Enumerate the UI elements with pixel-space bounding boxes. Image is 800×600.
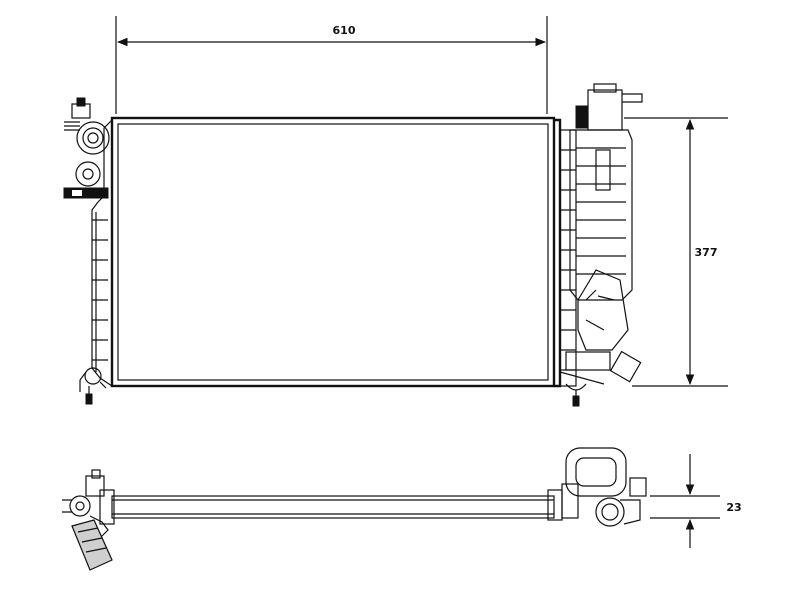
- width-dimension: 610: [115, 16, 548, 114]
- radiator-core-inner: [117, 123, 549, 381]
- sensor-port: [75, 161, 101, 187]
- left-tank: [63, 97, 113, 405]
- filler-neck: [587, 89, 623, 131]
- plan-left-outlet-pipe: [71, 519, 113, 571]
- front-view: [63, 83, 643, 407]
- upper-inlet-port: [76, 121, 110, 155]
- height-dimension: 377: [624, 117, 728, 387]
- lower-outlet: [577, 269, 629, 351]
- radiator-core: [110, 116, 556, 388]
- right-tank: [554, 83, 643, 407]
- width-label: 610: [333, 24, 356, 37]
- plan-view: [62, 447, 647, 571]
- drain-plug: [84, 367, 102, 385]
- plan-outlet-port: [595, 497, 625, 527]
- plan-expansion-tank: [565, 447, 627, 497]
- plan-right-tank: [547, 447, 647, 527]
- outlet-pipe: [609, 350, 642, 383]
- expansion-tank: [569, 129, 633, 301]
- thickness-dimension: 23: [650, 454, 742, 548]
- mounting-bracket: [63, 187, 109, 199]
- height-label: 377: [695, 246, 718, 259]
- plan-left-tank: [62, 469, 115, 571]
- core-thickness-bar: [111, 495, 555, 519]
- thickness-label: 23: [726, 501, 741, 514]
